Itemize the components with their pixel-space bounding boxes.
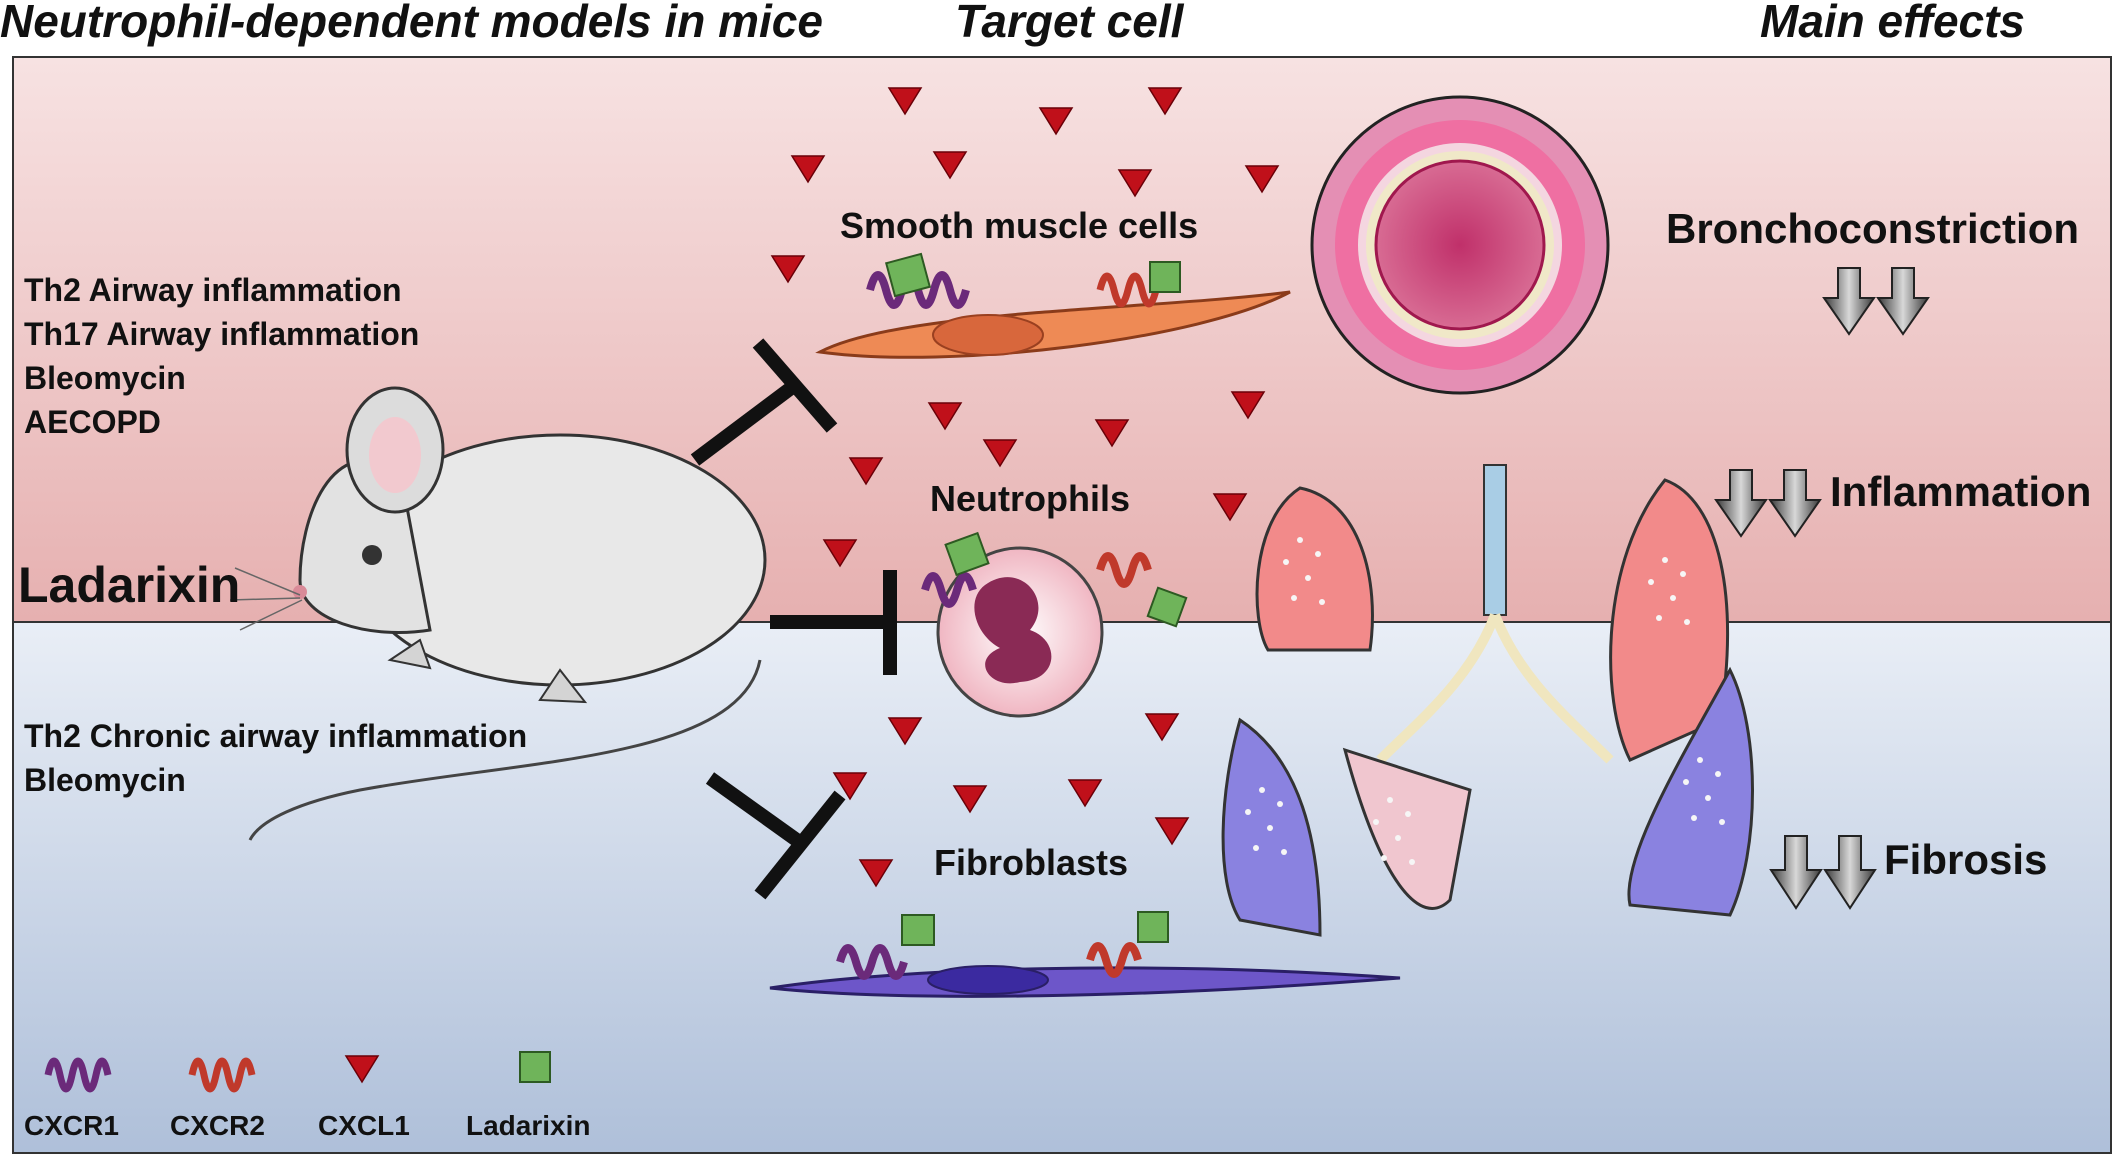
drug-label: Ladarixin [18, 557, 241, 613]
target-smooth-muscle: Smooth muscle cells [840, 205, 1199, 246]
legend-glyphs [44, 1051, 551, 1093]
effect-inflammation: Inflammation [1830, 468, 2092, 515]
neutrophil-cell [921, 531, 1188, 718]
models-list-top: Th2 Airway inflammation Th17 Airway infl… [24, 268, 419, 444]
legend-cxcl1-label: CXCL1 [318, 1110, 410, 1141]
mouse-illustration [229, 386, 767, 841]
models-list-bottom: Th2 Chronic airway inflammation Bleomyci… [24, 714, 527, 802]
inhibition-symbols [690, 338, 897, 900]
legend-ladarixin-label: Ladarixin [466, 1110, 591, 1141]
model-item: Bleomycin [24, 762, 186, 798]
model-item: Bleomycin [24, 360, 186, 396]
model-item: Th17 Airway inflammation [24, 316, 420, 352]
effect-bronchoconstriction: Bronchoconstriction [1666, 205, 2080, 252]
fibroblast-cell [769, 911, 1401, 998]
smooth-muscle-cell [815, 252, 1291, 359]
model-item: AECOPD [24, 404, 161, 440]
airway-cross-section [1310, 95, 1610, 395]
legend-cxcr1-label: CXCR1 [24, 1110, 119, 1141]
target-fibroblasts: Fibroblasts [934, 842, 1129, 883]
decrease-arrows [1714, 267, 1930, 910]
header-target-cell: Target cell [955, 0, 1184, 47]
model-item: Th2 Airway inflammation [24, 272, 402, 308]
target-neutrophils: Neutrophils [930, 478, 1131, 519]
header-main-effects: Main effects [1760, 0, 2026, 47]
legend-cxcr2-label: CXCR2 [170, 1110, 265, 1141]
effect-fibrosis: Fibrosis [1884, 836, 2048, 883]
header-models: Neutrophil-dependent models in mice [0, 0, 823, 47]
lungs-illustration [1221, 464, 1754, 937]
model-item: Th2 Chronic airway inflammation [24, 718, 528, 754]
